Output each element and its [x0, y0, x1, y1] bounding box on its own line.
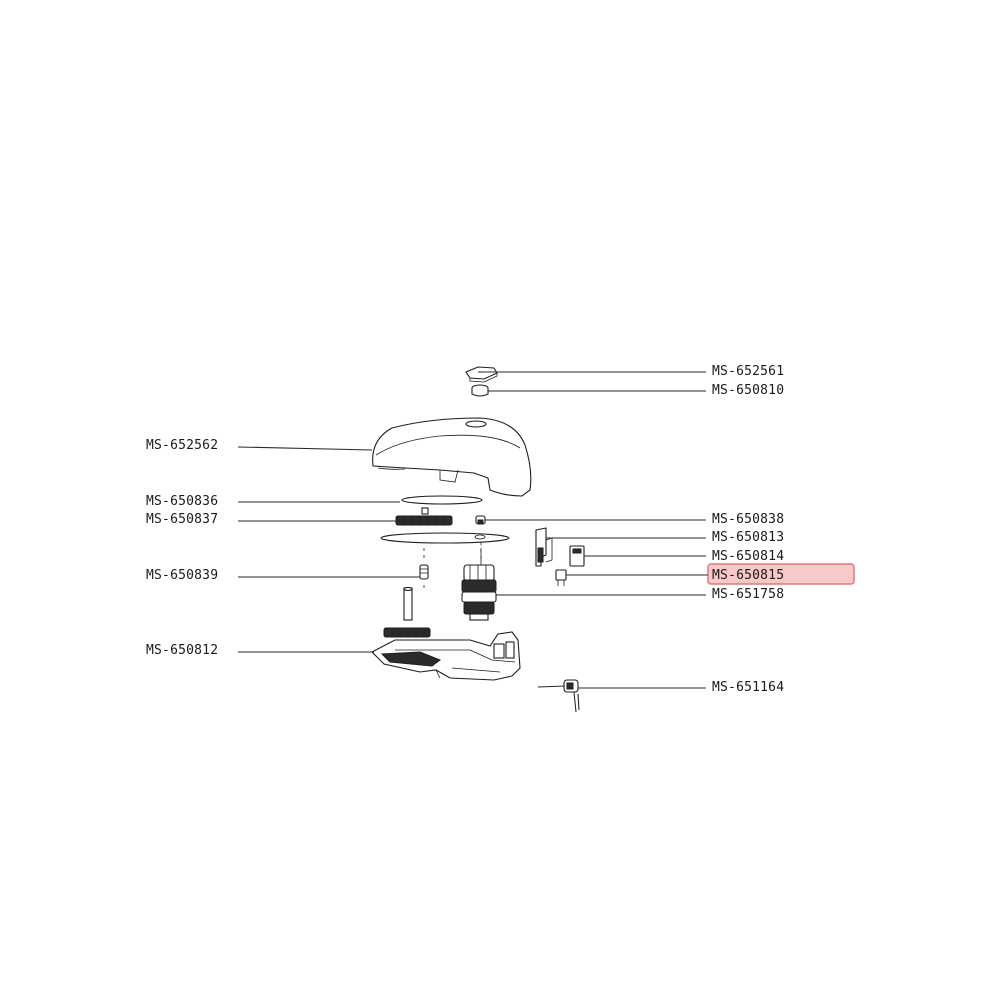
part-switch-ms-650814[interactable] [569, 545, 585, 567]
part-shaft [403, 586, 413, 621]
part-bracket-ms-650813[interactable] [535, 527, 553, 567]
part-base-ms-650812[interactable] [371, 631, 521, 681]
label-ms-652561[interactable]: MS-652561 [712, 364, 784, 379]
part-plate [380, 532, 510, 544]
part-top-housing-ms-652562[interactable] [372, 417, 532, 497]
label-ms-650813[interactable]: MS-650813 [712, 530, 784, 545]
part-pin-ms-650838[interactable] [475, 515, 486, 525]
label-ms-651758[interactable]: MS-651758 [712, 587, 784, 602]
part-gasket-ms-650836[interactable] [401, 495, 483, 505]
label-ms-650836[interactable]: MS-650836 [146, 494, 218, 509]
part-cap-ms-652561[interactable] [465, 366, 498, 383]
label-ms-650815[interactable]: MS-650815 [712, 568, 784, 583]
part-cable-ms-651164[interactable] [537, 679, 580, 713]
label-ms-650837[interactable]: MS-650837 [146, 512, 218, 527]
part-motor-ms-651758[interactable] [461, 548, 497, 621]
part-clip-ms-650815[interactable] [555, 569, 567, 586]
label-ms-650812[interactable]: MS-650812 [146, 643, 218, 658]
label-ms-652562[interactable]: MS-652562 [146, 438, 218, 453]
label-ms-650839[interactable]: MS-650839 [146, 568, 218, 583]
highlight-box [707, 563, 855, 585]
label-ms-650838[interactable]: MS-650838 [712, 512, 784, 527]
label-ms-651164[interactable]: MS-651164 [712, 680, 784, 695]
leader-lines [237, 371, 708, 689]
part-spacer-ms-650839[interactable] [419, 564, 429, 580]
label-ms-650810[interactable]: MS-650810 [712, 383, 784, 398]
part-knob-ms-650810[interactable] [471, 384, 489, 397]
part-lower-gear [383, 627, 431, 638]
label-ms-650814[interactable]: MS-650814 [712, 549, 784, 564]
part-gear-ms-650837[interactable] [395, 507, 453, 526]
